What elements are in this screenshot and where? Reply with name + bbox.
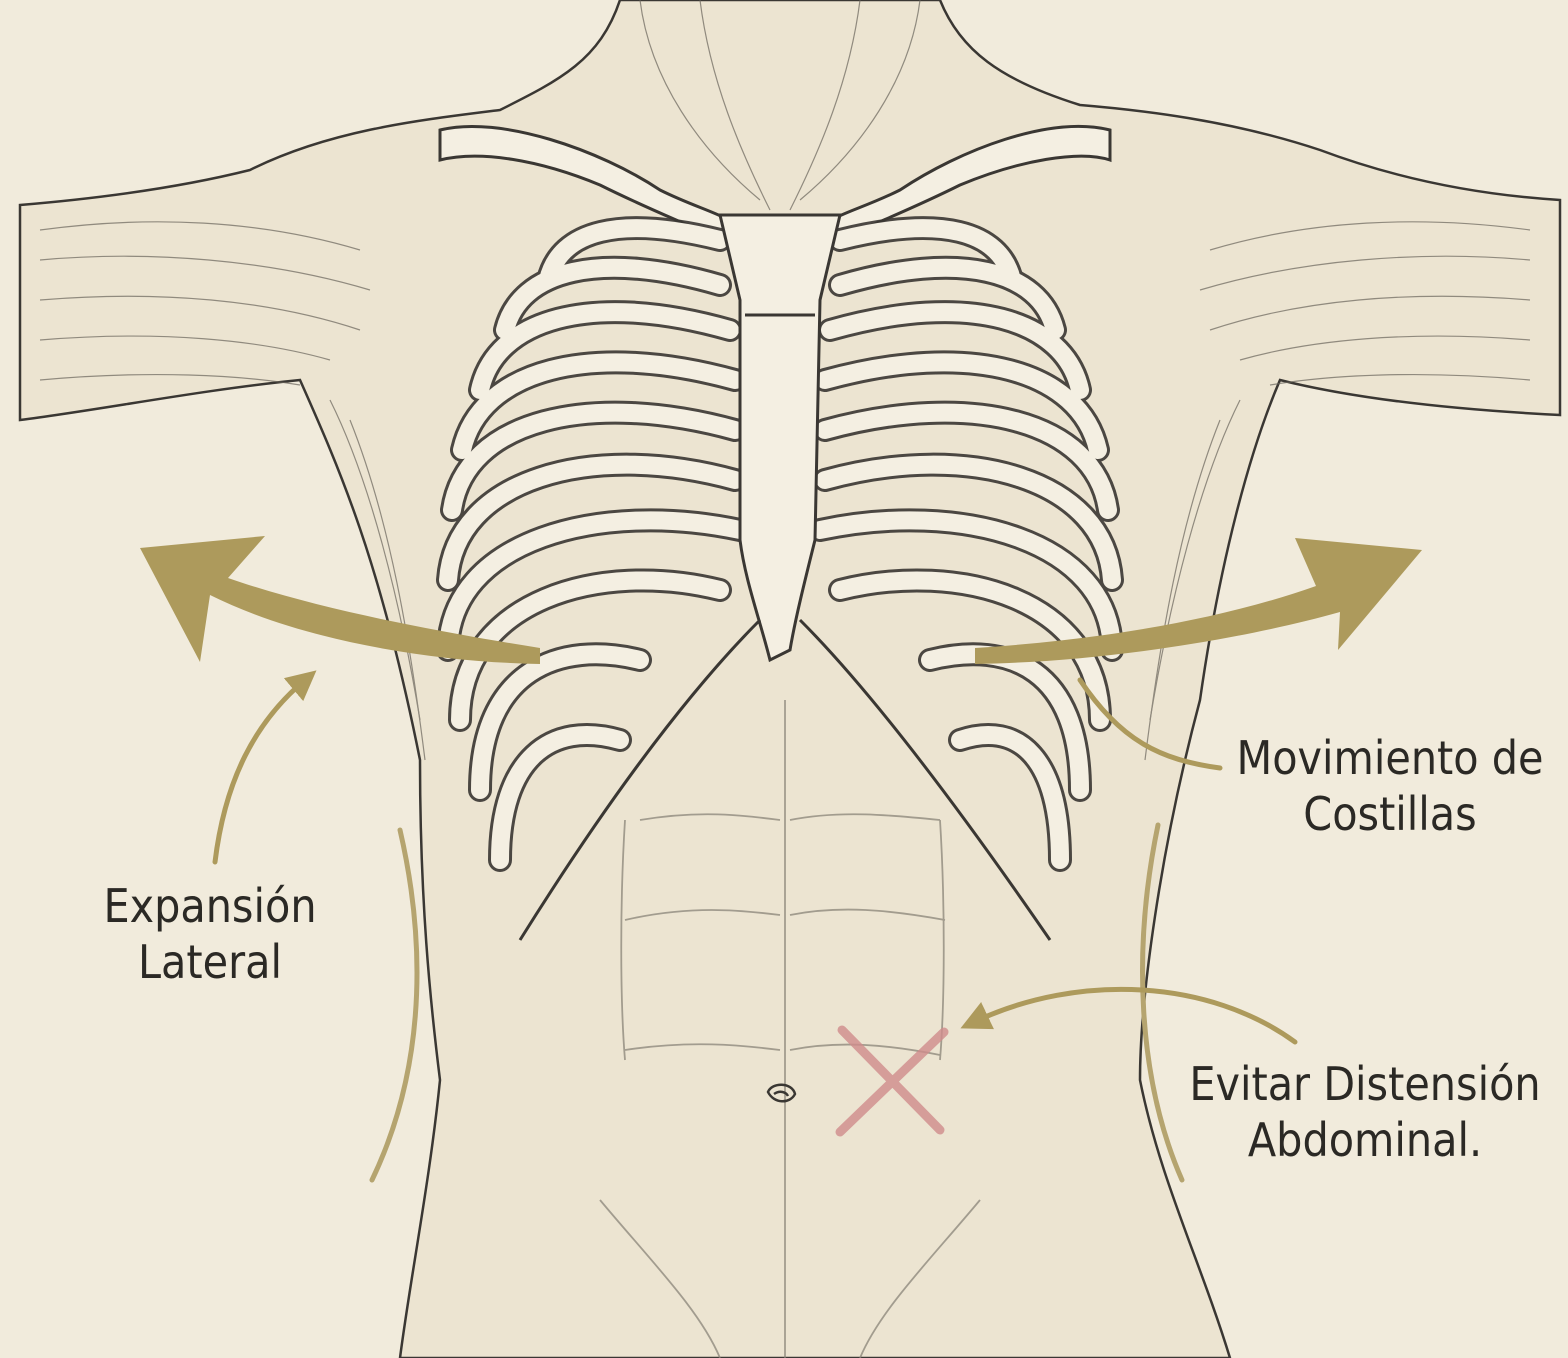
label-ribs-line1: Movimiento de — [1220, 730, 1560, 786]
pointer-arrow-lateral — [215, 680, 305, 862]
label-rib-movement: Movimiento de Costillas — [1220, 730, 1560, 842]
label-abdomen-line2: Abdominal. — [1170, 1112, 1560, 1168]
label-avoid-abdominal-distension: Evitar Distensión Abdominal. — [1170, 1056, 1560, 1168]
label-abdomen-line1: Evitar Distensión — [1170, 1056, 1560, 1112]
label-ribs-line2: Costillas — [1220, 786, 1560, 842]
label-lateral-expansion: Expansión Lateral — [60, 878, 360, 990]
label-lateral-line2: Lateral — [60, 934, 360, 990]
label-lateral-line1: Expansión — [60, 878, 360, 934]
